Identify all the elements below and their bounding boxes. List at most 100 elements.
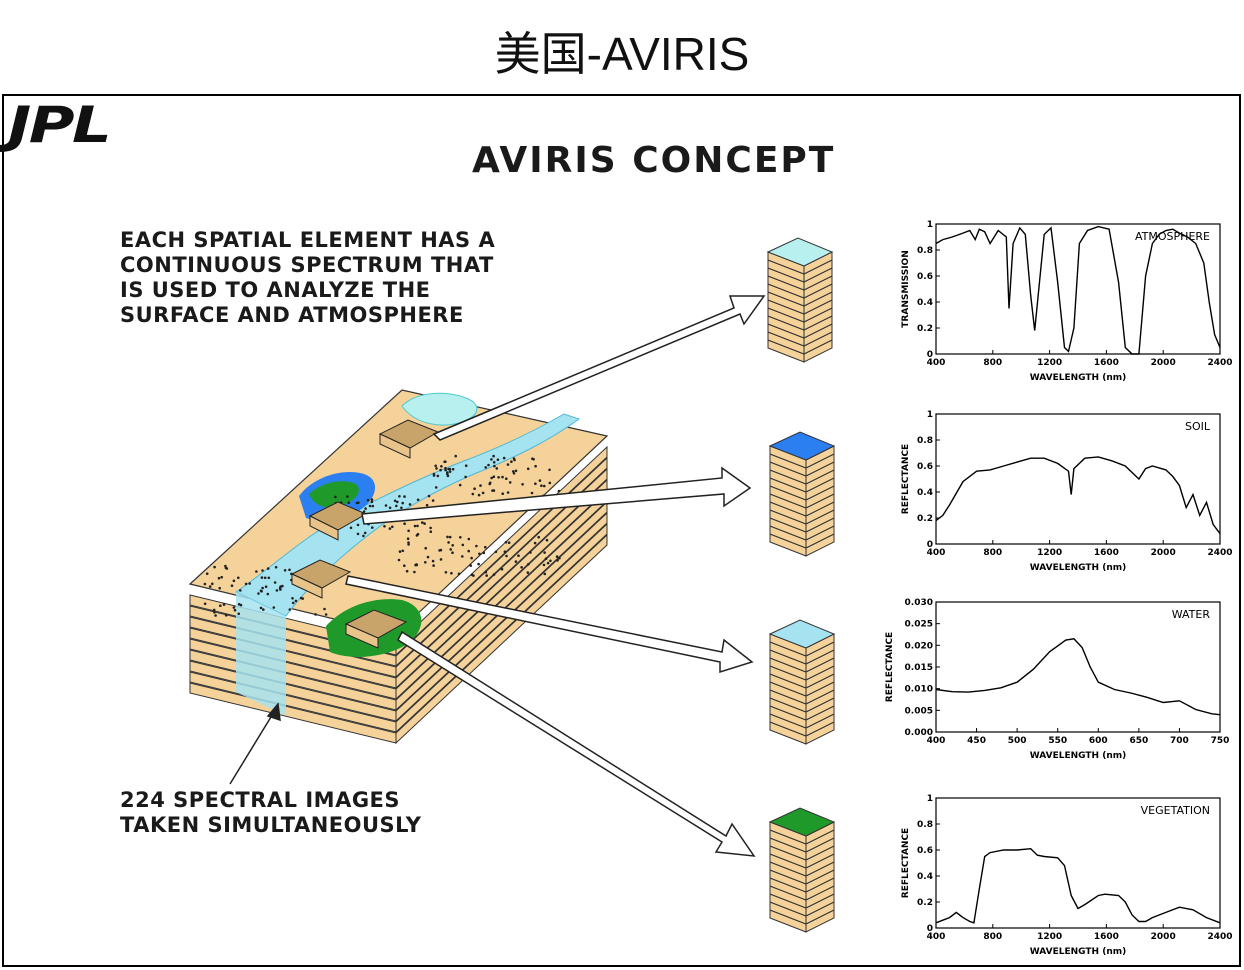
soil-dot [407, 541, 410, 544]
soil-dot [214, 614, 217, 617]
x-tick-label: 800 [983, 932, 1002, 942]
soil-dot [401, 501, 405, 505]
soil-dot [244, 582, 248, 586]
image-cube-stack [188, 389, 609, 745]
soil-dot [272, 606, 276, 609]
soil-dot [203, 602, 207, 606]
x-tick-label: 550 [1048, 736, 1067, 746]
soil-dot [493, 464, 496, 468]
plot-frame [935, 223, 1221, 355]
arrow-224-images [229, 702, 281, 785]
layer-side [395, 533, 608, 745]
caption-line: TAKEN SIMULTANEOUSLY [120, 813, 422, 837]
soil-dot [447, 467, 450, 471]
soil-dot [457, 572, 461, 576]
soil-dot [526, 467, 530, 471]
soil-dot [490, 476, 493, 480]
pixel-spectrum-stacks [766, 237, 836, 933]
x-tick-label: 2000 [1151, 548, 1176, 558]
x-axis-label: WAVELENGTH (nm) [1030, 563, 1126, 573]
soil-dot [484, 570, 488, 574]
soil-dot [492, 461, 496, 464]
y-tick-label: 0.8 [917, 246, 933, 256]
soil-dot [506, 463, 510, 466]
soil-dot [478, 552, 481, 556]
soil-dot [423, 522, 426, 525]
x-axis-label: WAVELENGTH (nm) [1030, 751, 1126, 761]
soil-dot [505, 554, 508, 558]
soil-dot [436, 474, 440, 478]
x-tick-label: 700 [1170, 736, 1189, 746]
soil-dot [425, 503, 429, 507]
soil-dot [299, 596, 303, 600]
soil-dot [540, 484, 543, 488]
soil-dot [388, 527, 392, 530]
soil-dot [508, 481, 512, 484]
soil-dot [501, 492, 505, 496]
y-tick-label: 0.4 [917, 488, 933, 498]
spectrum-line [935, 638, 1221, 716]
soil-dot [370, 498, 374, 501]
soil-dot [261, 586, 264, 590]
y-axis-label: TRANSMISSION [901, 250, 911, 327]
soil-dot [545, 538, 549, 542]
x-tick-label: 400 [927, 548, 946, 558]
y-tick-label: 0.020 [905, 641, 933, 651]
soil-dot [208, 585, 212, 588]
soil-dot [416, 524, 419, 528]
caption-line: SURFACE AND ATMOSPHERE [120, 303, 464, 327]
soil-dot [434, 464, 438, 468]
soil-dot [406, 537, 410, 540]
soil-dot [217, 576, 221, 580]
soil-dot [384, 504, 388, 507]
soil-dot [510, 460, 513, 464]
soil-dot [548, 468, 551, 472]
layer-side [395, 467, 608, 679]
caption-line: CONTINUOUS SPECTRUM THAT [120, 253, 494, 277]
soil-dot [484, 466, 488, 469]
soil-dot [291, 601, 295, 605]
soil-dot [517, 554, 520, 557]
soil-dot [314, 613, 317, 616]
soil-dot [413, 570, 416, 574]
soil-dot [264, 585, 268, 588]
soil-dot [403, 495, 406, 498]
soil-dot [505, 477, 508, 481]
soil-dot [490, 458, 493, 461]
soil-dot [512, 457, 516, 460]
arrow-vegetation [397, 630, 756, 857]
y-tick-label: 0.030 [905, 598, 933, 608]
soil-dot [274, 565, 278, 569]
soil-dot [514, 469, 518, 473]
soil-dot [446, 535, 449, 539]
chart-label: ATMOSPHERE [1135, 230, 1210, 243]
soil-dot [398, 550, 402, 553]
soil-dot [435, 467, 438, 470]
soil-dot [248, 582, 251, 585]
layer-side [395, 522, 608, 734]
soil-dot [529, 551, 532, 554]
caption-line: IS USED TO ANALYZE THE [120, 278, 431, 302]
layer-side [395, 500, 608, 712]
soil-dot [543, 572, 547, 576]
soil-dot [415, 563, 418, 566]
y-tick-label: 1 [927, 220, 933, 230]
soil-dot [440, 465, 443, 468]
y-tick-label: 0.000 [905, 728, 933, 738]
soil-dot [542, 563, 546, 567]
soil-dot [291, 597, 294, 600]
x-tick-label: 1600 [1094, 932, 1119, 942]
caption-line: EACH SPATIAL ELEMENT HAS A [120, 228, 496, 252]
soil-dot [371, 526, 374, 529]
x-tick-label: 1600 [1094, 548, 1119, 558]
soil-dot [349, 526, 353, 530]
soil-dot [492, 573, 496, 576]
soil-dot [555, 555, 559, 558]
soil-dot [224, 564, 227, 568]
soil-dot [448, 535, 452, 539]
y-tick-label: 0.8 [917, 820, 933, 830]
soil-dot [281, 584, 284, 588]
soil-dot [259, 606, 263, 610]
soil-dot [230, 584, 234, 587]
